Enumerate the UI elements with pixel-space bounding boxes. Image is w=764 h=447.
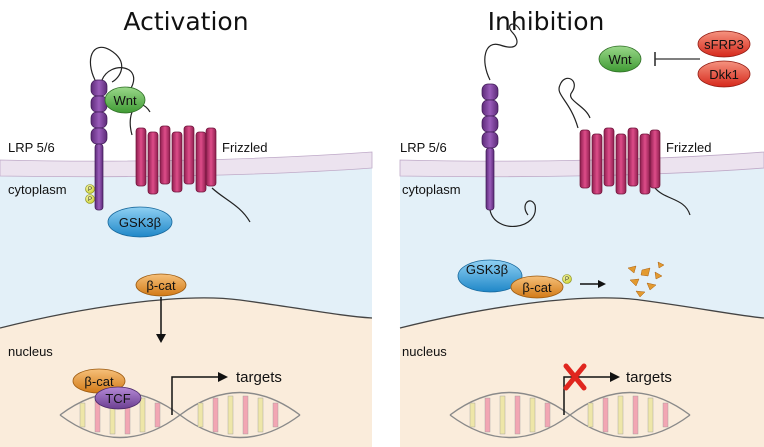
degraded-fragments xyxy=(627,261,665,298)
targets-label: targets xyxy=(626,369,672,386)
nucleus-label: nucleus xyxy=(402,344,447,359)
phosphate-label: P xyxy=(88,187,92,193)
lrp-label: LRP 5/6 xyxy=(400,140,447,155)
phosphate-icon xyxy=(562,274,572,284)
beta-catenin-nuclear-label: β-cat xyxy=(84,374,114,389)
arrowhead-icon xyxy=(610,372,620,382)
beta-catenin-label: β-cat xyxy=(522,280,552,295)
panel-title: Activation xyxy=(123,7,248,36)
nucleus-region xyxy=(400,297,764,447)
wnt-ligand xyxy=(104,86,146,114)
nucleus-region xyxy=(0,297,372,447)
nuclear-envelope xyxy=(399,297,764,329)
dna-helix xyxy=(59,391,301,439)
cytoplasm-label: cytoplasm xyxy=(8,182,67,197)
gsk3b-protein xyxy=(457,259,523,293)
arrowhead-icon xyxy=(218,372,228,382)
frizzled-label: Frizzled xyxy=(666,140,712,155)
tcf-label: TCF xyxy=(105,391,130,406)
panel-activation: Activation Frizzled LRP 5/6 Wnt xyxy=(0,7,373,447)
frizzled-receptor xyxy=(129,104,251,223)
arrowhead-icon xyxy=(156,334,166,343)
beta-catenin-label: β-cat xyxy=(146,278,176,293)
wnt-label: Wnt xyxy=(113,93,137,108)
wnt-ligand xyxy=(598,45,642,73)
transcription-arrow xyxy=(171,376,220,415)
lrp-label: LRP 5/6 xyxy=(8,140,55,155)
gsk3b-protein xyxy=(107,206,173,238)
blocked-x-icon xyxy=(563,363,587,391)
wnt-label: Wnt xyxy=(608,52,632,67)
beta-catenin xyxy=(510,275,564,299)
tcf-factor xyxy=(94,386,142,410)
transcription-arrow xyxy=(563,376,612,415)
sfrp3-label: sFRP3 xyxy=(704,37,744,52)
sfrp3-inhibitor xyxy=(697,30,751,58)
frizzled-receptor xyxy=(558,77,691,216)
panel-title: Inhibition xyxy=(488,7,605,36)
beta-catenin xyxy=(135,273,187,297)
cytoplasm-region xyxy=(0,168,372,328)
dkk1-inhibitor xyxy=(697,60,751,88)
panel-inhibition: Inhibition Wnt sFRP3 Dkk1 LRP 5/6 xyxy=(399,7,764,447)
gsk3b-label: GSK3β xyxy=(466,262,508,277)
gsk3b-label: GSK3β xyxy=(119,215,161,230)
phosphate-label: P xyxy=(565,277,569,283)
dna-helix xyxy=(449,391,691,439)
phosphate-label: P xyxy=(88,197,92,203)
dkk1-label: Dkk1 xyxy=(709,67,739,82)
targets-label: targets xyxy=(236,369,282,386)
lrp-coreceptor xyxy=(89,46,135,211)
nucleus-label: nucleus xyxy=(8,344,53,359)
lrp-coreceptor xyxy=(481,23,536,227)
phosphate-icon xyxy=(85,194,95,204)
arrowhead-icon xyxy=(598,280,606,288)
frizzled-label: Frizzled xyxy=(222,140,268,155)
nuclear-envelope xyxy=(0,297,373,329)
cytoplasm-label: cytoplasm xyxy=(402,182,461,197)
phosphate-icon xyxy=(85,184,95,194)
